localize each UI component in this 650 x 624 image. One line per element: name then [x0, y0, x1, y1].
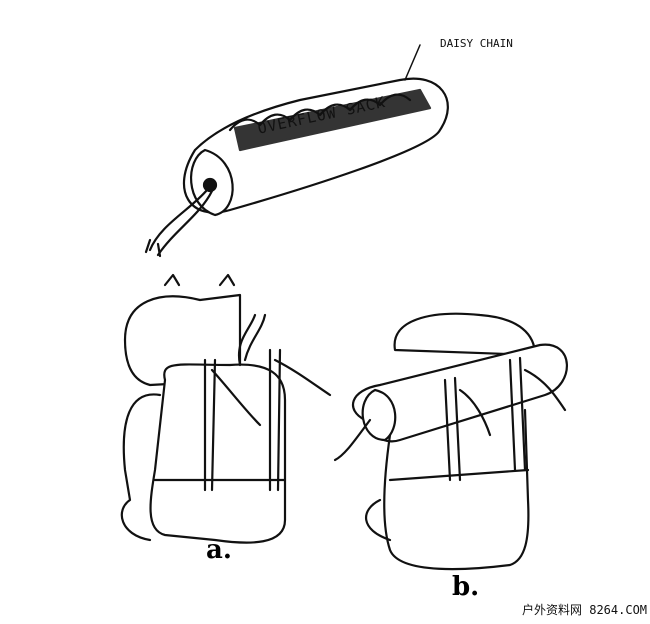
backpack-a-drawing [120, 273, 332, 544]
caption-b: b. [452, 572, 480, 602]
overflow-sack-drawing [144, 44, 449, 258]
caption-a: a. [206, 535, 232, 565]
backpack-b-drawing [333, 312, 568, 571]
daisy-chain-label: DAISY CHAIN [440, 37, 513, 50]
watermark: 户外资料网 8264.COM [522, 603, 648, 617]
